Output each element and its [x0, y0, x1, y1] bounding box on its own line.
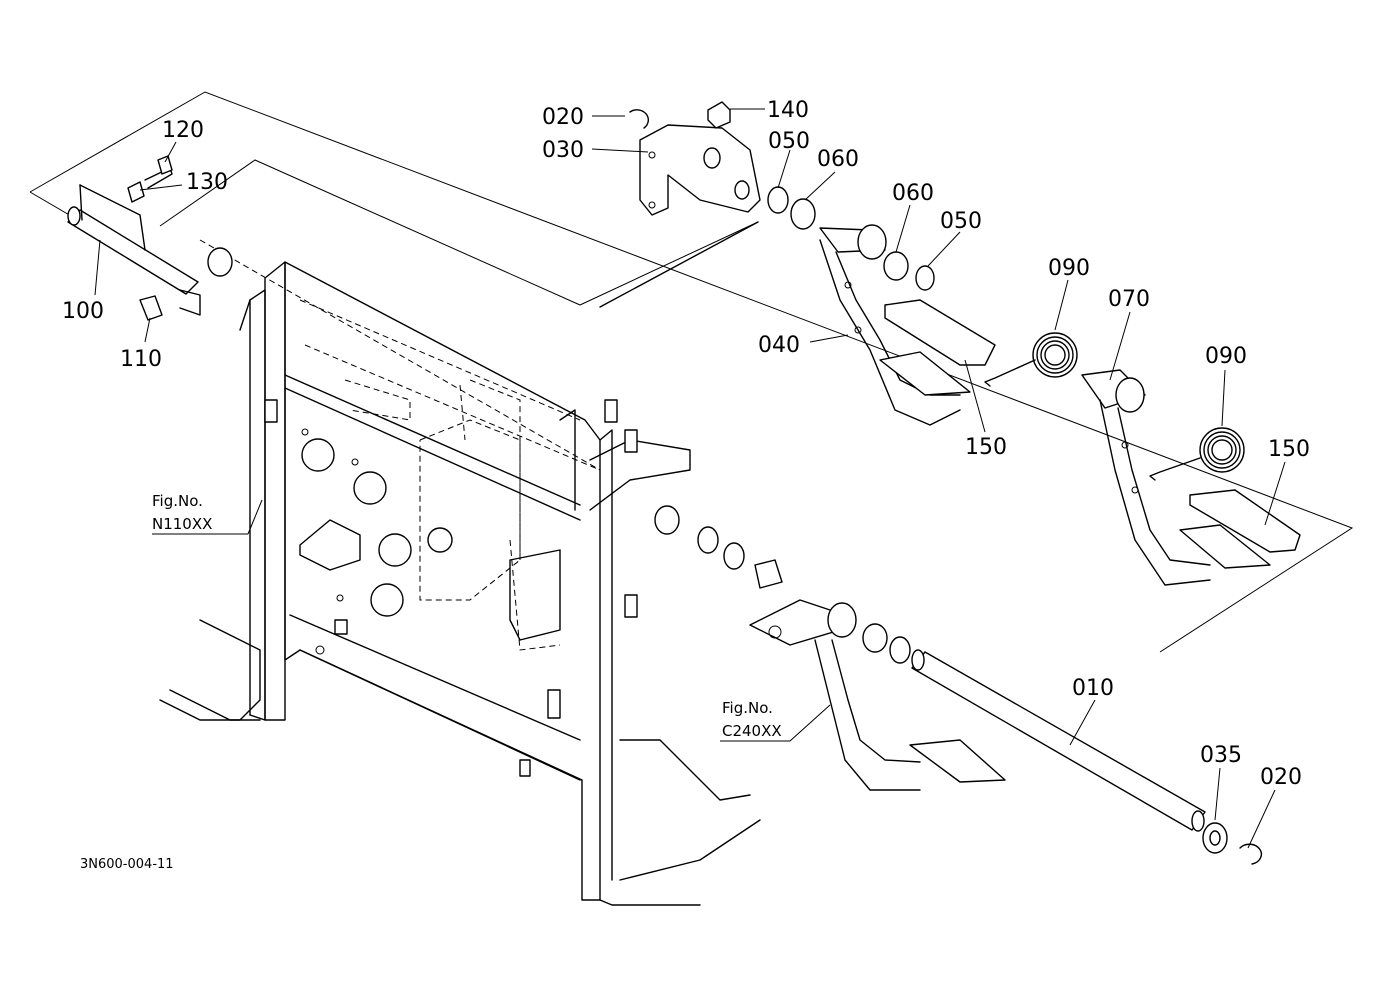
- callout-070: 070: [1108, 287, 1150, 312]
- callout-060-a: 060: [817, 147, 859, 172]
- leader-lines: [94, 108, 1286, 849]
- shaft-010: [911, 649, 1263, 865]
- drawing-code: 3N600-004-11: [80, 857, 174, 872]
- callouts: 020 140 030 050 060 060 050 120 130 100 …: [62, 98, 1310, 790]
- callout-150-a: 150: [965, 435, 1007, 460]
- fig-ref-n110-label: Fig.No.: [152, 492, 203, 510]
- fig-ref-c240: Fig.No. C240XX: [722, 699, 782, 740]
- callout-140: 140: [767, 98, 809, 123]
- fig-ref-c240-code: C240XX: [722, 722, 782, 740]
- lower-pedal-assembly: [654, 505, 1006, 791]
- bracket-030: [629, 101, 761, 216]
- return-spring-090-b: [1149, 427, 1245, 481]
- callout-020-bottom: 020: [1260, 765, 1302, 790]
- fig-ref-n110: Fig.No. N110XX: [152, 492, 212, 533]
- callout-035: 035: [1200, 743, 1242, 768]
- callout-010: 010: [1072, 676, 1114, 701]
- callout-050-a: 050: [768, 129, 810, 154]
- callout-110: 110: [120, 347, 162, 372]
- return-spring-090-a: [984, 332, 1078, 387]
- callout-090-b: 090: [1205, 344, 1247, 369]
- brake-pedal-040: [819, 224, 996, 426]
- callout-060-b: 060: [892, 181, 934, 206]
- frame-outline-small: [159, 159, 759, 306]
- pedal-070: [1081, 369, 1301, 586]
- bushings-upper: [599, 186, 816, 308]
- fig-ref-n110-code: N110XX: [152, 515, 212, 533]
- callout-090-a: 090: [1048, 256, 1090, 281]
- needle-bearing-left: [207, 247, 233, 277]
- callout-120: 120: [162, 118, 204, 143]
- fig-ref-c240-label: Fig.No.: [722, 699, 773, 717]
- callout-100: 100: [62, 299, 104, 324]
- callout-040: 040: [758, 333, 800, 358]
- callout-020-top: 020: [542, 105, 584, 130]
- callout-150-b: 150: [1268, 437, 1310, 462]
- callout-030: 030: [542, 138, 584, 163]
- hidden-lines: [199, 239, 601, 651]
- support-shaft-100: [67, 155, 233, 321]
- panel-body: [159, 261, 761, 906]
- callout-130: 130: [186, 170, 228, 195]
- callout-050-b: 050: [940, 209, 982, 234]
